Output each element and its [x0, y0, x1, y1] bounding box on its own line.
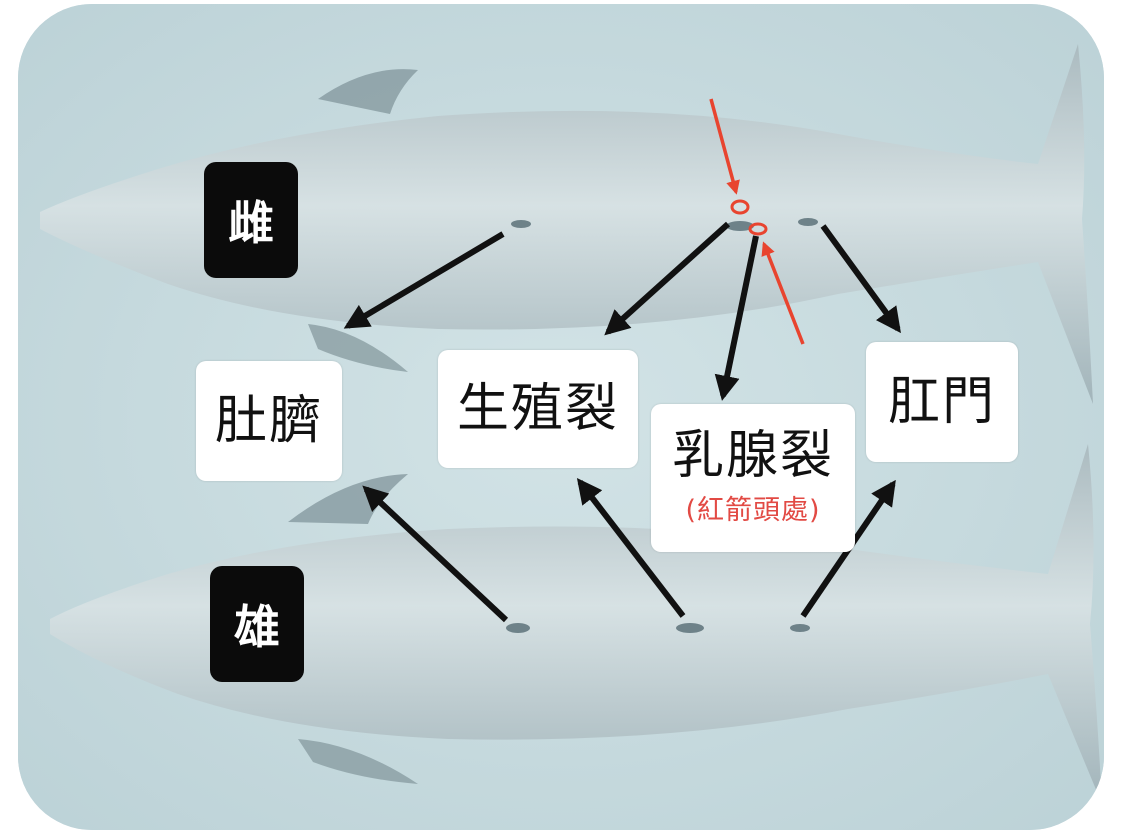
diagram-frame: 雌 雄 肚臍 生殖裂 乳腺裂 (紅箭頭處) 肛門: [18, 4, 1104, 830]
mammary-marker-upper: [730, 199, 750, 215]
label-anus: 肛門: [866, 342, 1018, 462]
male-navel-slit: [506, 623, 530, 633]
label-anus-text: 肛門: [887, 372, 996, 432]
male-badge-text: 雄: [234, 600, 280, 654]
label-mammary-note: (紅箭頭處): [685, 494, 821, 526]
female-anus-slit: [798, 218, 818, 226]
red-highlight-arrows: [709, 98, 805, 345]
female-navel-slit: [511, 220, 531, 228]
arrow-female-navel: [343, 231, 505, 329]
arrow-male-genital: [576, 478, 686, 618]
female-dolphin: [40, 44, 1093, 404]
label-genital-slit-text: 生殖裂: [456, 379, 619, 439]
male-anus-slit: [790, 624, 810, 632]
female-badge: 雌: [204, 162, 298, 278]
female-genital-slit: [726, 221, 754, 231]
female-pointer-arrows: [343, 221, 901, 401]
mammary-marker-lower: [748, 222, 768, 236]
arrow-female-anus: [820, 224, 901, 334]
label-navel-text: 肚臍: [214, 391, 323, 451]
label-genital-slit: 生殖裂: [438, 350, 638, 468]
arrow-female-genital: [604, 221, 731, 336]
arrow-male-navel: [362, 485, 509, 623]
male-badge: 雄: [210, 566, 304, 682]
label-navel: 肚臍: [196, 361, 342, 481]
red-arrow-lower: [761, 241, 805, 345]
male-genital-slit: [676, 623, 704, 633]
label-mammary-slit-text: 乳腺裂: [671, 425, 834, 486]
label-mammary-slit: 乳腺裂 (紅箭頭處): [651, 404, 855, 552]
arrow-female-mammary: [714, 235, 759, 401]
red-arrow-upper: [709, 98, 740, 195]
female-badge-text: 雌: [228, 196, 274, 250]
